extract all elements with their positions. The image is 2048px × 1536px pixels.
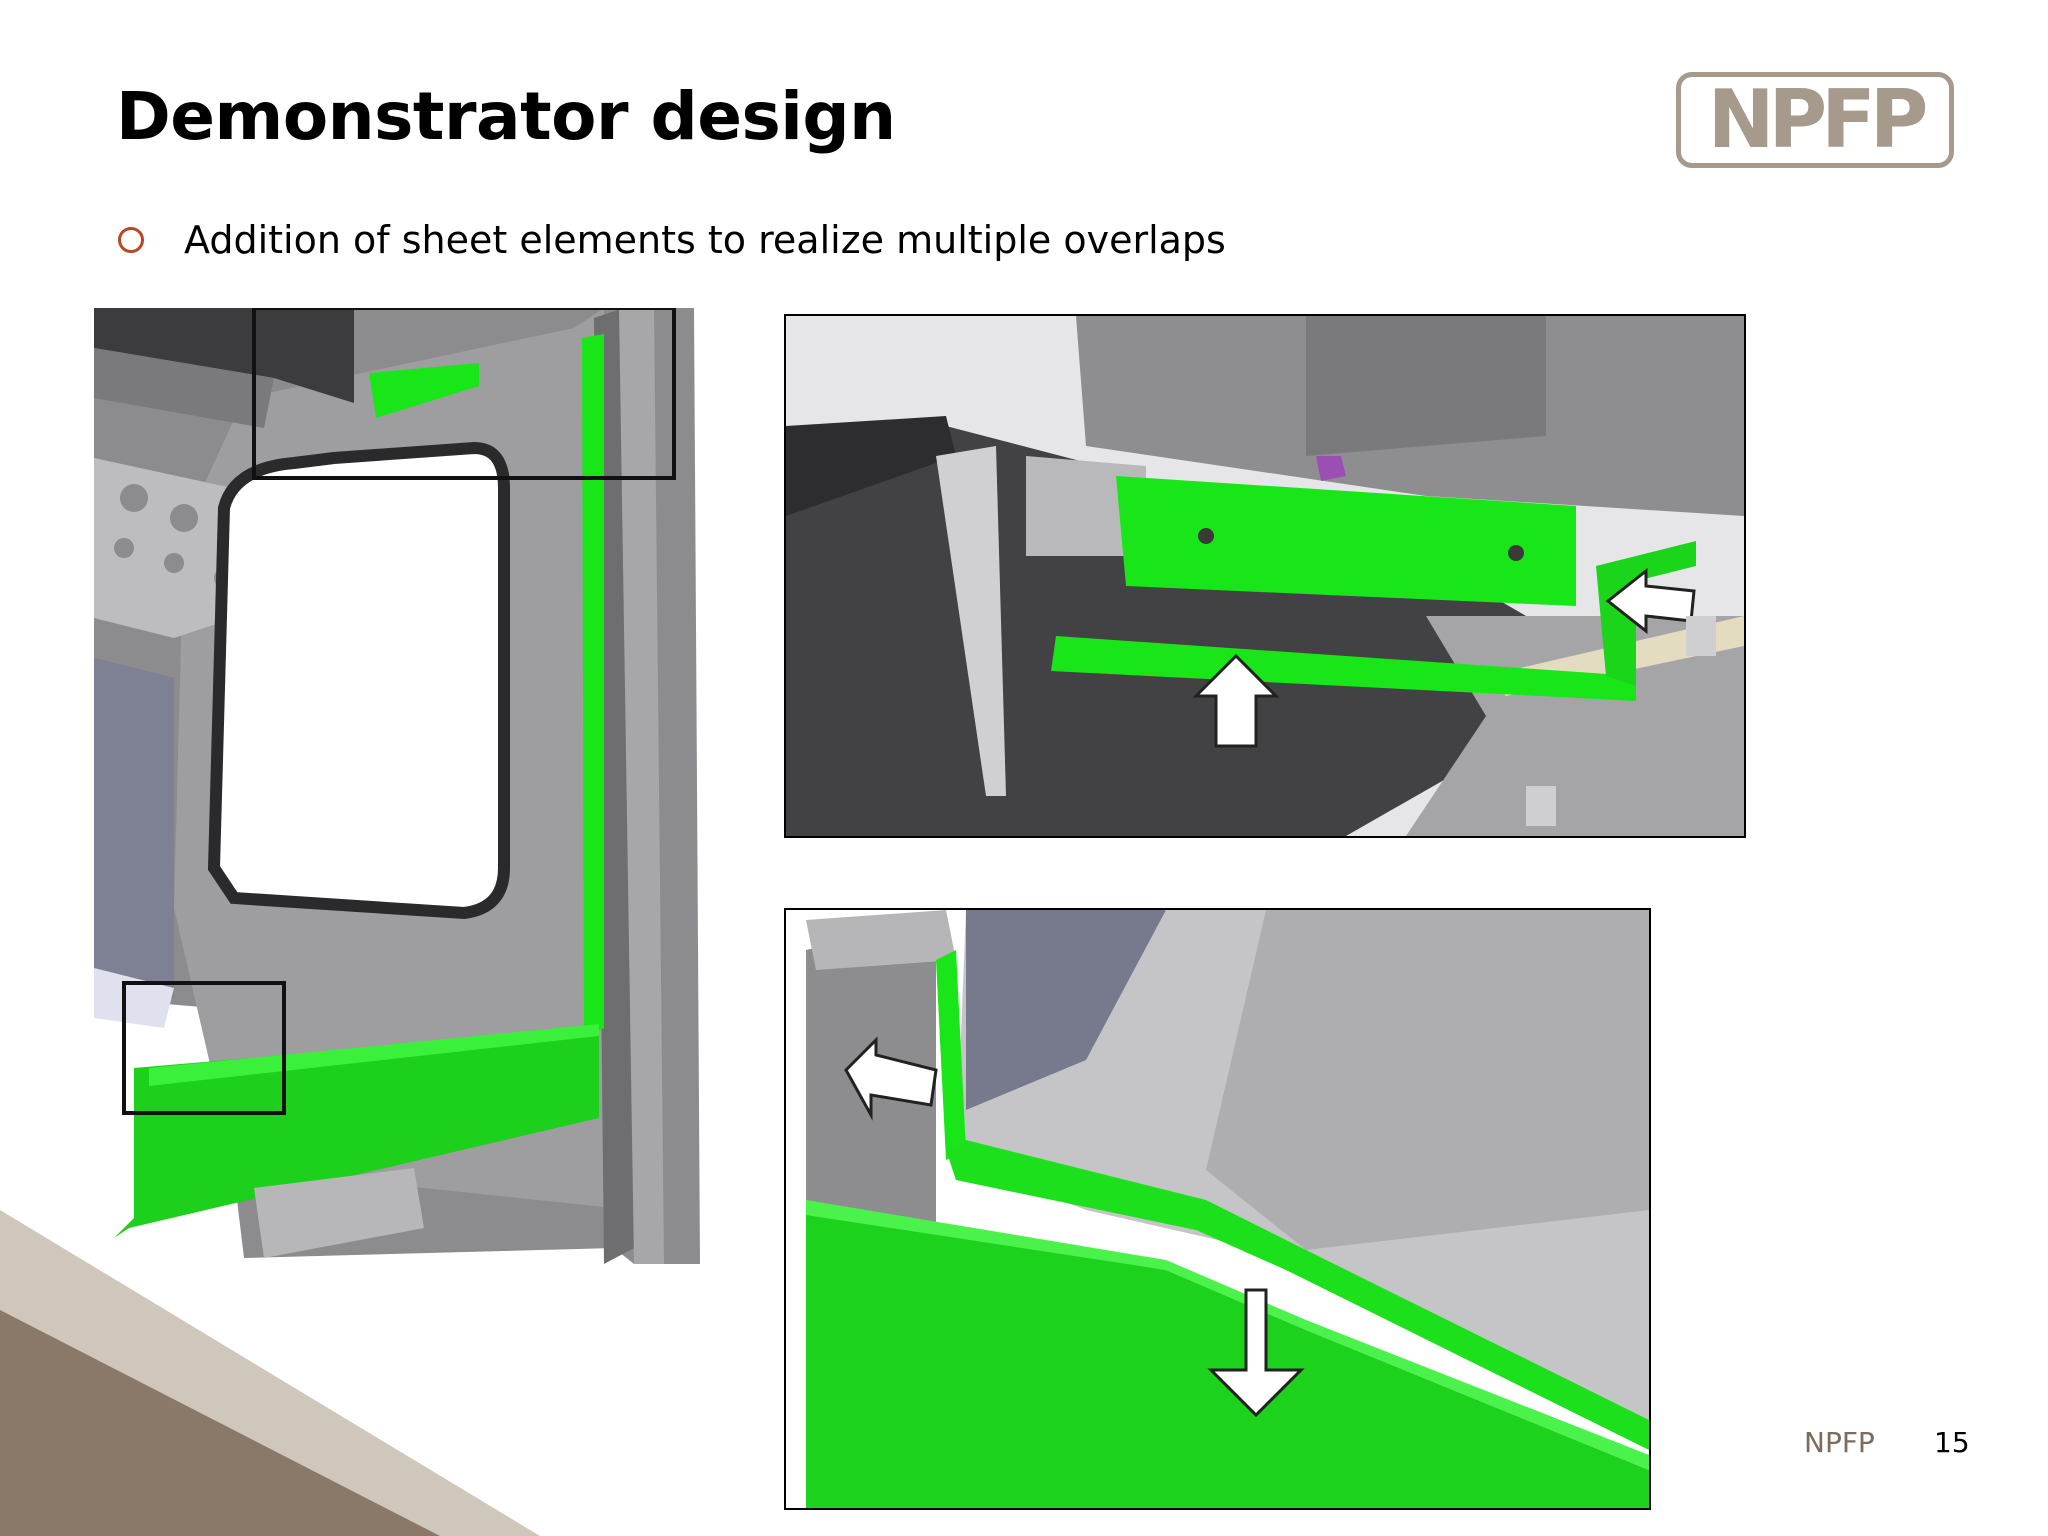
bullet-item: Addition of sheet elements to realize mu… [118, 218, 1226, 262]
cad-overview-drawing [94, 308, 700, 1264]
cad-image-overview [94, 308, 700, 1264]
page-number: 15 [1934, 1426, 1970, 1459]
cad-image-bottom-detail [784, 908, 1651, 1510]
cad-top-detail-drawing [786, 316, 1744, 836]
npfp-logo: NPFP [1676, 72, 1954, 168]
cad-image-top-detail [784, 314, 1746, 838]
footer-label: NPFP [1804, 1426, 1875, 1459]
cad-bottom-detail-drawing [786, 910, 1649, 1508]
slide-title: Demonstrator design [116, 78, 896, 155]
bullet-ring-icon [118, 227, 144, 253]
bullet-text: Addition of sheet elements to realize mu… [184, 218, 1226, 262]
